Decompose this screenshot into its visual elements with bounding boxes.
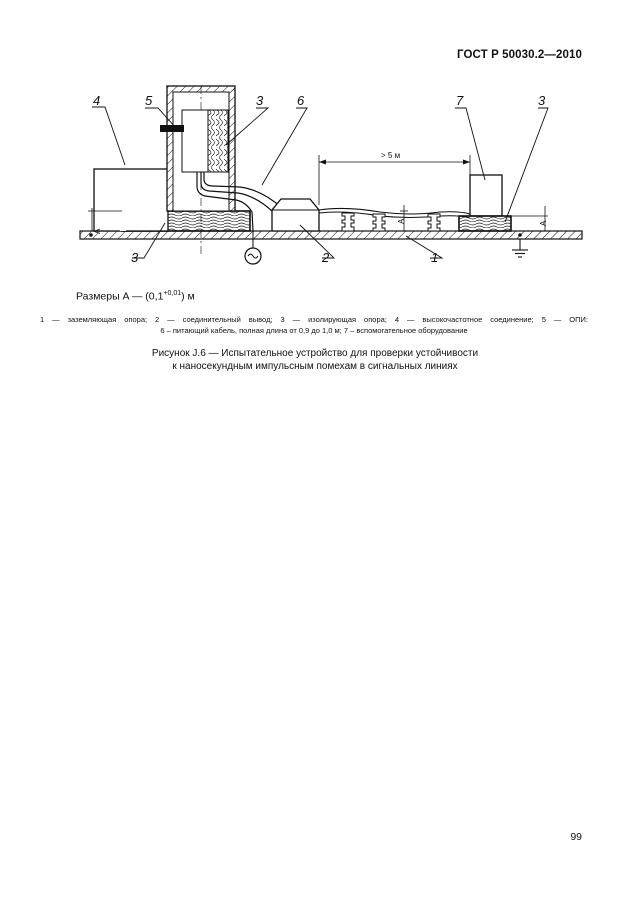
dimension-a-left: A [88, 208, 122, 234]
callout-3-top: 3 [256, 93, 264, 108]
ground-plane [79, 230, 583, 240]
caption-line-2: к наносекундным импульсным помехам в сиг… [172, 361, 458, 372]
standard-header: ГОСТ Р 50030.2—2010 [457, 49, 582, 61]
dim-label-middle: A [397, 218, 406, 224]
cable-spacers [341, 212, 441, 232]
hf-connection [93, 168, 169, 232]
test-setup-diagram: A A [79, 85, 583, 265]
dimensions-suffix: ) м [181, 290, 195, 303]
callout-3-bottom: 3 [131, 250, 139, 265]
dimensions-tolerance: +0,01 [163, 290, 182, 297]
distance-label: > 5 м [381, 151, 400, 160]
dim-label-left: A [93, 228, 102, 234]
eut-enclosure [160, 85, 236, 256]
callout-5: 5 [145, 93, 153, 108]
callout-2: 2 [321, 250, 330, 265]
signal-cable [318, 207, 471, 219]
legend-line-2: 6 – питающий кабель, полная длина от 0,9… [160, 326, 468, 335]
distance-dimension: > 5 м [318, 151, 471, 205]
callout-6: 6 [297, 93, 305, 108]
insulating-support-right [458, 215, 512, 232]
auxiliary-equipment [469, 174, 503, 217]
coupling-clamp [271, 198, 320, 232]
leader-lines [92, 106, 549, 259]
page-number: 99 [570, 831, 582, 843]
caption-line-1: Рисунок J.6 — Испытательное устройство д… [151, 348, 479, 359]
callout-4: 4 [93, 93, 100, 108]
figure-legend: 1 — заземляющая опора; 2 — соединительны… [40, 314, 588, 336]
dimensions-prefix: Размеры A — (0,1 [76, 290, 164, 303]
dim-label-right: A [539, 220, 548, 226]
callout-3-right: 3 [538, 93, 546, 108]
legend-line-1: 1 — заземляющая опора; 2 — соединительны… [40, 315, 588, 324]
dimension-a-right: A [511, 206, 548, 231]
callout-7: 7 [456, 93, 464, 108]
ground-icon [512, 239, 528, 258]
dimensions-note: Размеры A — (0,1+0,01) м [76, 290, 195, 303]
dimension-a-middle: A [397, 205, 408, 231]
figure-caption: Рисунок J.6 — Испытательное устройство д… [60, 347, 570, 373]
power-cable [196, 172, 283, 248]
callout-1: 1 [431, 250, 438, 265]
